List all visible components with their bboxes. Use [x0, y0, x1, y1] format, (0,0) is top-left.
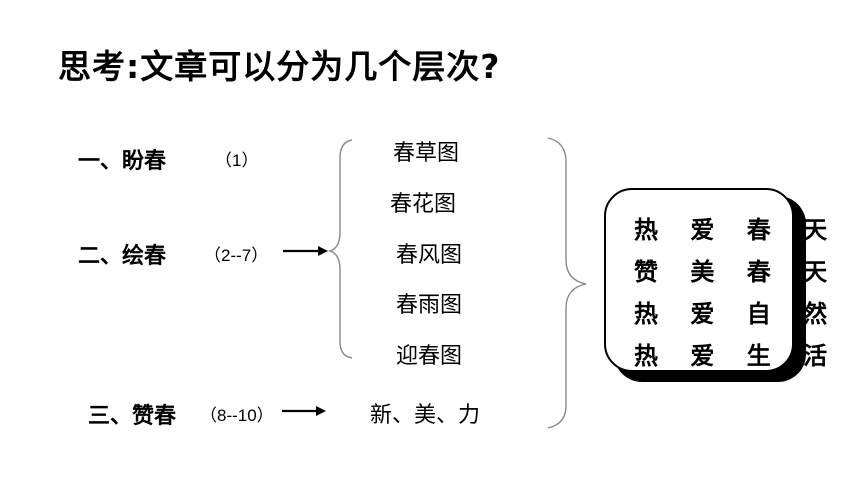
section-1-label: 一、盼春: [78, 149, 167, 174]
praise-text: 新、美、力: [370, 403, 481, 428]
summary-line-1: 热 爱 春 天: [634, 216, 840, 244]
section-2-label: 二、绘春: [78, 244, 167, 269]
summary-line-2: 赞 美 春 天: [634, 258, 840, 286]
summary-line-4: 热 爱 生 活: [634, 342, 840, 370]
section-3-label: 三、赞春: [88, 404, 177, 429]
right-brace: [547, 137, 587, 429]
arrow-right-icon: [282, 406, 326, 416]
section-1-paragraphs: （1）: [215, 151, 259, 170]
picture-5: 迎春图: [396, 344, 463, 369]
section-3-paragraphs: （8--10）: [200, 406, 274, 425]
left-brace: [327, 139, 353, 359]
summary-box: [604, 188, 794, 372]
picture-4: 春雨图: [396, 293, 463, 318]
page-title: 思考:文章可以分为几个层次?: [58, 47, 501, 86]
summary-line-3: 热 爱 自 然: [634, 300, 840, 328]
picture-3: 春风图: [396, 243, 463, 268]
section-2-paragraphs: （2--7）: [204, 246, 269, 265]
arrow-right-icon: [283, 246, 328, 256]
picture-1: 春草图: [393, 141, 460, 166]
picture-2: 春花图: [390, 192, 457, 217]
